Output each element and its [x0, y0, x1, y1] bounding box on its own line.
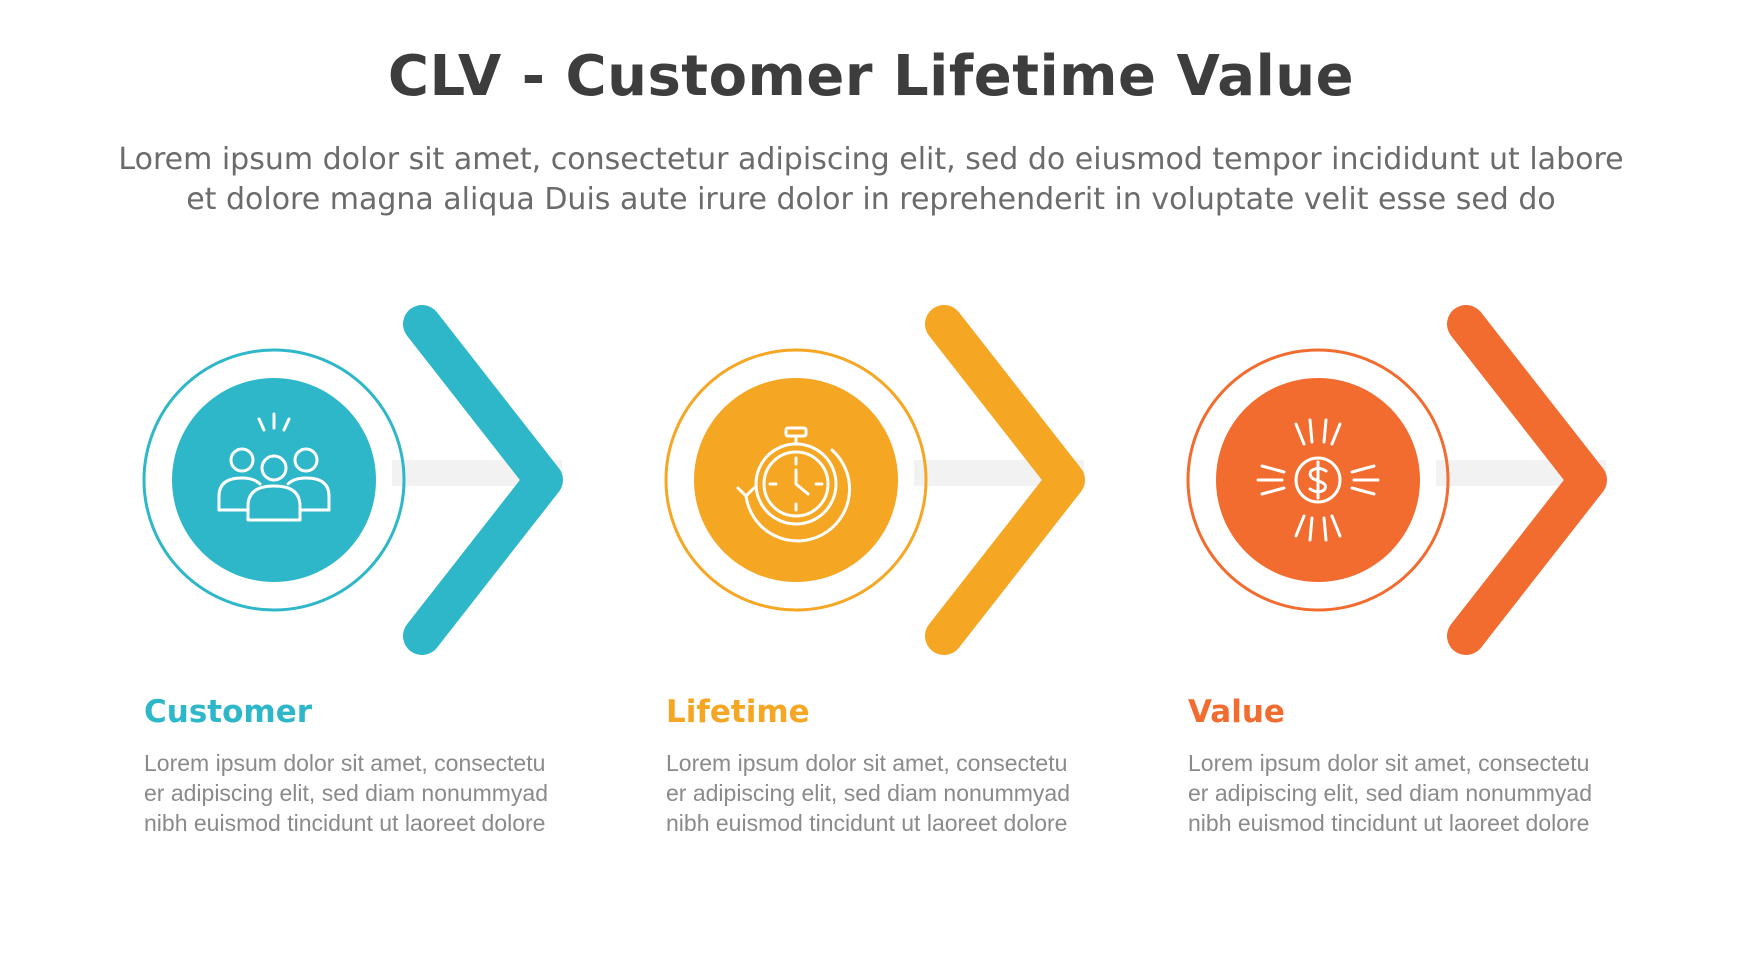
- chevron-arrow-icon: [925, 305, 1085, 655]
- description-line: er adipiscing elit, sed diam nonummyad: [144, 780, 548, 806]
- description-line: nibh euismod tincidunt ut laoreet dolore: [1188, 810, 1590, 836]
- step-customer: Customer Lorem ipsum dolor sit amet, con…: [142, 300, 572, 860]
- step-value-graphic: [1186, 305, 1607, 655]
- description-line: er adipiscing elit, sed diam nonummyad: [1188, 780, 1592, 806]
- description-line: Lorem ipsum dolor sit amet, consectetu: [1188, 750, 1590, 776]
- page-title: CLV - Customer Lifetime Value: [387, 44, 1355, 109]
- chevron-arrow-icon: [1447, 305, 1607, 655]
- step-description: Lorem ipsum dolor sit amet, consectetu e…: [666, 748, 1096, 838]
- step-value: Value Lorem ipsum dolor sit amet, consec…: [1186, 300, 1616, 860]
- step-customer-graphic: [142, 305, 563, 655]
- outer-ring: [664, 348, 928, 612]
- description-line: Lorem ipsum dolor sit amet, consectetu: [144, 750, 546, 776]
- step-description: Lorem ipsum dolor sit amet, consectetu e…: [1188, 748, 1618, 838]
- page-subtitle: Lorem ipsum dolor sit amet, consectetur …: [60, 140, 1682, 220]
- description-line: Lorem ipsum dolor sit amet, consectetu: [666, 750, 1068, 776]
- description-line: er adipiscing elit, sed diam nonummyad: [666, 780, 1070, 806]
- customers-group-icon: [217, 412, 331, 522]
- stopwatch-icon: [736, 426, 851, 543]
- step-description: Lorem ipsum dolor sit amet, consectetu e…: [144, 748, 574, 838]
- subtitle-line: et dolore magna aliqua Duis aute irure d…: [186, 182, 1556, 217]
- description-line: nibh euismod tincidunt ut laoreet dolore: [144, 810, 546, 836]
- outer-ring: [1186, 348, 1450, 612]
- step-title: Lifetime: [666, 694, 810, 730]
- step-lifetime-graphic: [664, 305, 1085, 655]
- step-title: Value: [1188, 694, 1285, 730]
- step-title: Customer: [144, 694, 313, 730]
- outer-ring: [142, 348, 406, 612]
- step-lifetime: Lifetime Lorem ipsum dolor sit amet, con…: [664, 300, 1094, 860]
- chevron-arrow-icon: [403, 305, 563, 655]
- dollar-coin-icon: [1256, 418, 1380, 542]
- subtitle-line: Lorem ipsum dolor sit amet, consectetur …: [118, 142, 1624, 177]
- description-line: nibh euismod tincidunt ut laoreet dolore: [666, 810, 1068, 836]
